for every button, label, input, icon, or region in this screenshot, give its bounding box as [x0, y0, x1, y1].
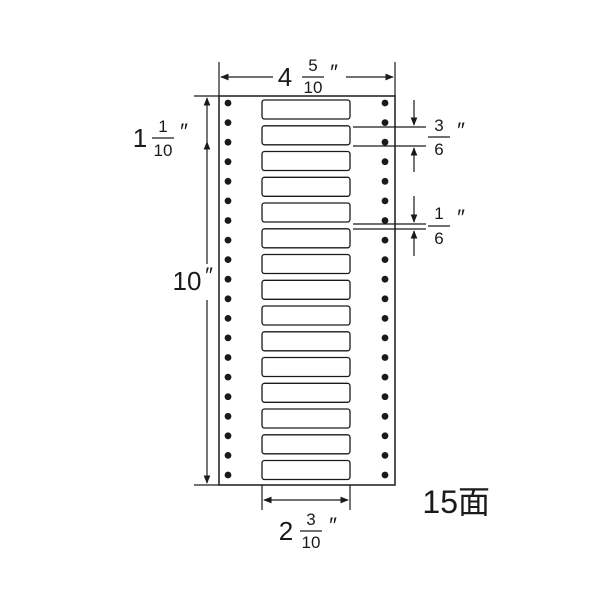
sprocket-hole: [381, 119, 389, 126]
sprocket-hole: [224, 315, 232, 322]
label-rect: [261, 408, 351, 429]
height-whole: 10: [173, 266, 202, 296]
height-dimension: 10 ″: [173, 95, 219, 486]
sprocket-hole: [381, 354, 389, 361]
sprocket-hole: [381, 373, 389, 381]
pitch-denominator: 6: [434, 140, 443, 159]
sprocket-hole: [224, 236, 232, 244]
sprocket-hole: [224, 393, 232, 401]
height-mark: ″: [205, 263, 213, 288]
sprocket-hole: [224, 177, 232, 185]
width-denominator: 10: [304, 78, 323, 97]
label-rect: [261, 253, 351, 275]
pitch-mark: ″: [457, 118, 465, 143]
label-rect: [261, 305, 351, 326]
top-margin-numerator: 1: [158, 117, 167, 136]
gap-denominator: 6: [434, 229, 443, 248]
label-rect: [261, 434, 351, 455]
width-numerator: 5: [308, 56, 317, 75]
label-rect: [261, 228, 351, 249]
sprocket-hole: [224, 256, 232, 263]
label-rect: [261, 99, 351, 120]
sprocket-hole: [381, 138, 389, 146]
label-rect: [261, 150, 351, 172]
gap-numerator: 1: [434, 204, 443, 223]
sprocket-hole: [381, 452, 389, 459]
sprocket-hole: [381, 256, 389, 263]
gap-mark: ″: [457, 205, 465, 230]
sprocket-hole: [224, 197, 232, 205]
sprocket-hole: [381, 275, 389, 283]
sprocket-hole: [224, 412, 232, 420]
label-rect: [261, 459, 351, 481]
label-rect: [261, 382, 351, 403]
sprocket-hole: [224, 99, 232, 107]
label-width-whole: 2: [279, 516, 293, 546]
sprocket-hole: [381, 236, 389, 244]
sprocket-holes-left: [224, 99, 232, 479]
label-width-dimension: 2 3 10 ″: [261, 485, 351, 552]
sprocket-hole: [224, 471, 232, 479]
sprocket-hole: [224, 217, 232, 224]
sprocket-hole: [381, 158, 389, 166]
top-margin-mark: ″: [180, 119, 188, 144]
sprocket-hole: [381, 432, 389, 440]
width-whole: 4: [278, 62, 292, 92]
gap-dimension: 1 6 ″: [353, 196, 465, 256]
label-width-denominator: 10: [302, 533, 321, 552]
label-rect: [261, 125, 351, 146]
label-rect: [261, 356, 351, 378]
label-rectangles: [261, 99, 351, 481]
sprocket-hole: [381, 99, 389, 107]
label-rect: [261, 202, 351, 223]
label-count: 15面: [422, 484, 490, 520]
label-rect: [261, 176, 351, 197]
width-mark: ″: [330, 60, 338, 85]
sprocket-hole: [381, 334, 389, 342]
sprocket-hole: [224, 354, 232, 361]
top-margin-denominator: 10: [154, 141, 173, 160]
sprocket-hole: [224, 432, 232, 440]
sprocket-hole: [224, 334, 232, 342]
sprocket-hole: [381, 197, 389, 205]
sprocket-hole: [381, 217, 389, 224]
label-rect: [261, 331, 351, 352]
sprocket-hole: [224, 158, 232, 166]
top-margin-whole: 1: [133, 123, 147, 153]
sprocket-hole: [381, 471, 389, 479]
sprocket-hole: [224, 295, 232, 303]
sprocket-hole: [224, 119, 232, 126]
sprocket-hole: [224, 138, 232, 146]
sprocket-holes-right: [381, 99, 389, 479]
top-margin-dimension: 1 1 10 ″: [133, 117, 188, 160]
pitch-numerator: 3: [434, 116, 443, 135]
sprocket-hole: [381, 315, 389, 322]
pitch-dimension: 3 6 ″: [353, 100, 465, 172]
sprocket-hole: [224, 452, 232, 459]
sprocket-hole: [381, 412, 389, 420]
width-dimension: 4 5 10 ″: [218, 56, 396, 97]
label-width-mark: ″: [329, 513, 337, 538]
sheet-outline: [218, 95, 396, 486]
sprocket-hole: [381, 393, 389, 401]
sprocket-hole: [224, 275, 232, 283]
sprocket-hole: [381, 295, 389, 303]
label-width-numerator: 3: [306, 510, 315, 529]
sprocket-hole: [224, 373, 232, 381]
sprocket-hole: [381, 177, 389, 185]
label-rect: [261, 279, 351, 300]
